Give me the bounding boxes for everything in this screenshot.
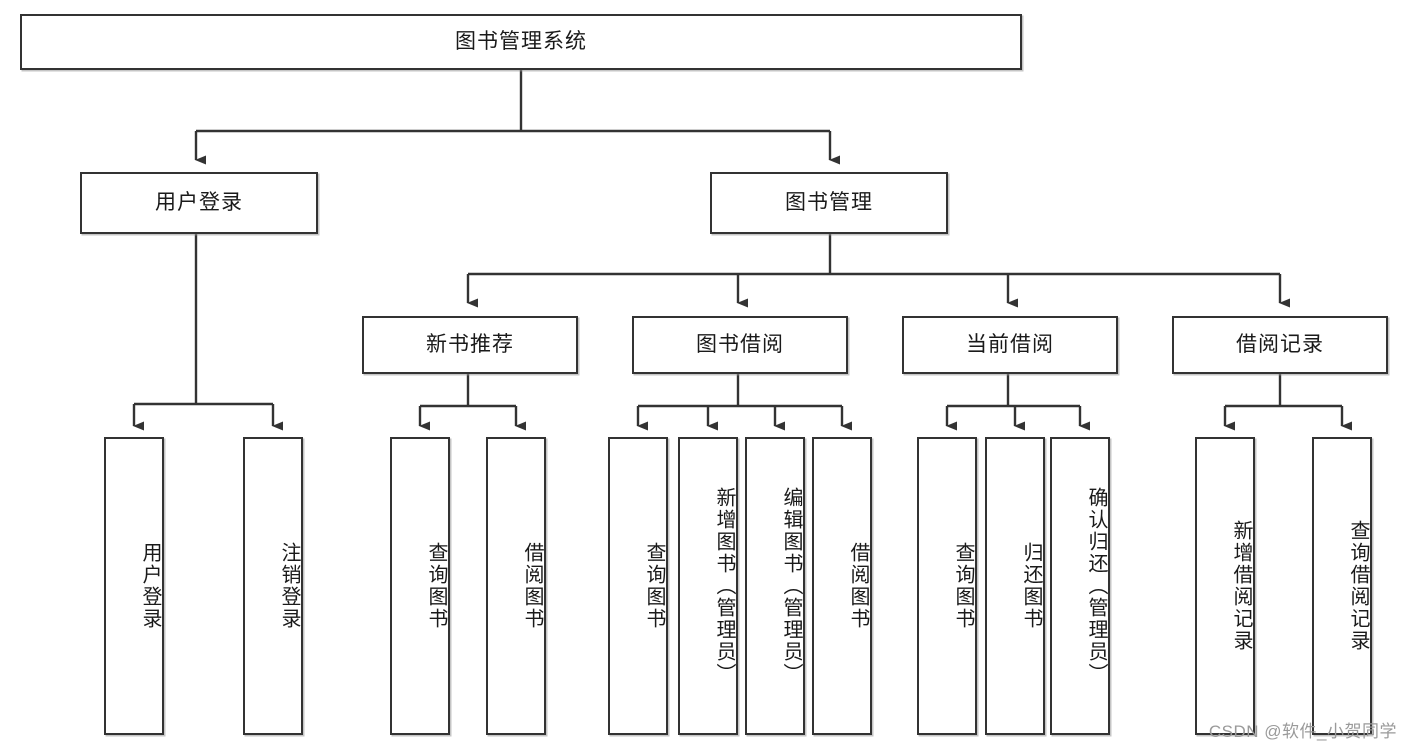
node-borrow-record[interactable]: 借阅记录 — [1172, 316, 1388, 374]
node-label: 新书推荐 — [426, 333, 514, 357]
node-label: 用户登录 — [139, 542, 161, 630]
node-label: 注销登录 — [278, 542, 300, 630]
node-book-borrow[interactable]: 图书借阅 — [632, 316, 848, 374]
node-leaf-query-borrow-record[interactable]: 查询借阅记录 — [1312, 437, 1372, 735]
node-leaf-user-logout[interactable]: 注销登录 — [243, 437, 303, 735]
node-root-system[interactable]: 图书管理系统 — [20, 14, 1022, 70]
node-current-borrow[interactable]: 当前借阅 — [902, 316, 1118, 374]
node-book-manage[interactable]: 图书管理 — [710, 172, 948, 234]
node-label: 查询图书 — [952, 542, 974, 630]
node-label: 当前借阅 — [966, 333, 1054, 357]
node-leaf-add-book-admin[interactable]: 新增图书（管理员） — [678, 437, 738, 735]
node-leaf-add-borrow-record[interactable]: 新增借阅记录 — [1195, 437, 1255, 735]
node-label: 查询图书 — [425, 542, 447, 630]
node-label: 图书管理 — [785, 191, 873, 215]
node-leaf-query-book-current[interactable]: 查询图书 — [917, 437, 977, 735]
node-leaf-edit-book-admin[interactable]: 编辑图书（管理员） — [745, 437, 805, 735]
node-label: 图书借阅 — [696, 333, 784, 357]
node-label: 用户登录 — [155, 191, 243, 215]
node-leaf-confirm-return-admin[interactable]: 确认归还（管理员） — [1050, 437, 1110, 735]
node-label: 图书管理系统 — [455, 30, 587, 54]
node-new-book-recommend[interactable]: 新书推荐 — [362, 316, 578, 374]
node-leaf-user-login[interactable]: 用户登录 — [104, 437, 164, 735]
node-label: 确认归还（管理员） — [1085, 487, 1107, 685]
node-leaf-borrow-book-recommend[interactable]: 借阅图书 — [486, 437, 546, 735]
node-label: 借阅图书 — [847, 542, 869, 630]
node-label: 新增借阅记录 — [1230, 520, 1252, 652]
node-label: 归还图书 — [1020, 542, 1042, 630]
node-label: 查询借阅记录 — [1347, 520, 1369, 652]
node-leaf-query-book-borrow[interactable]: 查询图书 — [608, 437, 668, 735]
node-label: 借阅记录 — [1236, 333, 1324, 357]
node-leaf-borrow-book[interactable]: 借阅图书 — [812, 437, 872, 735]
node-label: 新增图书（管理员） — [713, 487, 735, 685]
csdn-watermark: CSDN @软件_小贺同学 — [1208, 722, 1397, 741]
node-user-login[interactable]: 用户登录 — [80, 172, 318, 234]
node-label: 借阅图书 — [521, 542, 543, 630]
node-label: 查询图书 — [643, 542, 665, 630]
node-leaf-query-book-recommend[interactable]: 查询图书 — [390, 437, 450, 735]
node-label: 编辑图书（管理员） — [780, 487, 802, 685]
node-leaf-return-book[interactable]: 归还图书 — [985, 437, 1045, 735]
